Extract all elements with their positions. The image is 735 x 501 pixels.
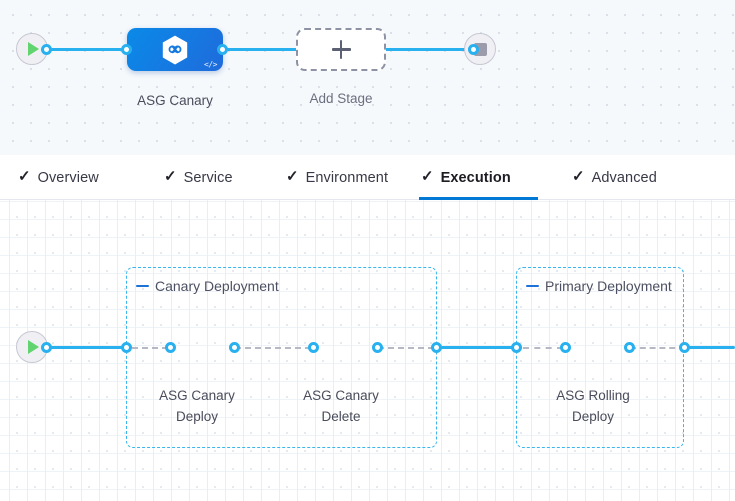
tab-service[interactable]: ✓ Service <box>162 155 235 200</box>
edge-start-to-asg-canary <box>42 48 132 51</box>
edge-exec-start-to-canary-group <box>42 346 130 349</box>
hexagon-infinity-icon <box>162 35 188 64</box>
canary-group-in-port[interactable] <box>121 342 132 353</box>
check-icon: ✓ <box>421 168 434 185</box>
edge-group-in-to-canary-deploy <box>132 347 168 349</box>
edge-group-in-to-rolling-deploy <box>523 347 563 349</box>
tab-advanced[interactable]: ✓ Advanced <box>570 155 659 200</box>
tab-label: Execution <box>440 169 511 186</box>
asg-canary-in-port[interactable] <box>121 44 132 55</box>
stage-start-port[interactable] <box>41 44 52 55</box>
code-badge-icon[interactable]: </> <box>204 60 217 69</box>
asg-rolling-deploy-in-port[interactable] <box>560 342 571 353</box>
play-icon <box>28 340 39 354</box>
asg-canary-delete-out-port[interactable] <box>372 342 383 353</box>
tab-execution[interactable]: ✓ Execution <box>419 155 538 200</box>
plus-icon <box>331 40 351 59</box>
group-box-primary-deployment[interactable] <box>516 267 684 448</box>
asg-canary-deploy-out-port[interactable] <box>229 342 240 353</box>
edge-canary-group-to-primary-group <box>434 346 522 349</box>
canary-group-out-port[interactable] <box>431 342 442 353</box>
execution-canvas[interactable]: Canary Deployment Primary Deployment <box>0 200 735 501</box>
stage-canvas[interactable]: </> ASG Canary Add Stage <box>0 0 735 155</box>
stage-node-label-asg-canary: ASG Canary <box>137 93 213 108</box>
group-label-text: Primary Deployment <box>545 278 672 294</box>
asg-canary-delete-in-port[interactable] <box>308 342 319 353</box>
asg-rolling-deploy-out-port[interactable] <box>624 342 635 353</box>
stage-end-port[interactable] <box>468 44 479 55</box>
step-label-asg-canary-delete: ASG Canary Delete <box>303 388 379 424</box>
primary-group-out-port[interactable] <box>679 342 690 353</box>
tab-label: Overview <box>37 169 99 186</box>
asg-canary-out-port[interactable] <box>217 44 228 55</box>
minus-icon[interactable] <box>136 284 149 288</box>
edge-add-stage-to-end <box>380 48 472 51</box>
asg-canary-deploy-in-port[interactable] <box>165 342 176 353</box>
group-box-canary-deployment[interactable] <box>126 267 437 448</box>
tab-label: Advanced <box>591 169 657 186</box>
add-stage-button[interactable] <box>296 28 386 71</box>
group-label-primary-deployment[interactable]: Primary Deployment <box>526 278 672 294</box>
group-label-text: Canary Deployment <box>155 278 279 294</box>
execution-start-port[interactable] <box>41 342 52 353</box>
edge-rolling-deploy-to-group-out <box>630 347 685 349</box>
check-icon: ✓ <box>572 168 585 185</box>
stage-node-asg-canary[interactable]: </> <box>127 28 223 71</box>
tab-label: Environment <box>305 169 389 186</box>
step-label-asg-canary-deploy: ASG Canary Deploy <box>159 388 235 424</box>
stage-tab-bar: ✓ Overview ✓ Service ✓ Environment ✓ Exe… <box>0 155 735 200</box>
check-icon: ✓ <box>18 168 31 185</box>
play-icon <box>28 42 39 56</box>
edge-canary-deploy-to-canary-delete <box>235 347 311 349</box>
check-icon: ✓ <box>286 168 299 185</box>
add-stage-label: Add Stage <box>309 91 373 106</box>
minus-icon[interactable] <box>526 284 539 288</box>
tab-label: Service <box>183 169 233 186</box>
tab-overview[interactable]: ✓ Overview <box>16 155 101 200</box>
check-icon: ✓ <box>164 168 177 185</box>
edge-canary-delete-to-group-out <box>378 347 434 349</box>
edge-primary-group-to-right <box>686 346 735 349</box>
group-label-canary-deployment[interactable]: Canary Deployment <box>136 278 279 294</box>
step-label-asg-rolling-deploy: ASG Rolling Deploy <box>556 388 630 424</box>
edge-asg-canary-to-add-stage <box>215 48 307 51</box>
primary-group-in-port[interactable] <box>511 342 522 353</box>
tab-environment[interactable]: ✓ Environment <box>284 155 390 200</box>
